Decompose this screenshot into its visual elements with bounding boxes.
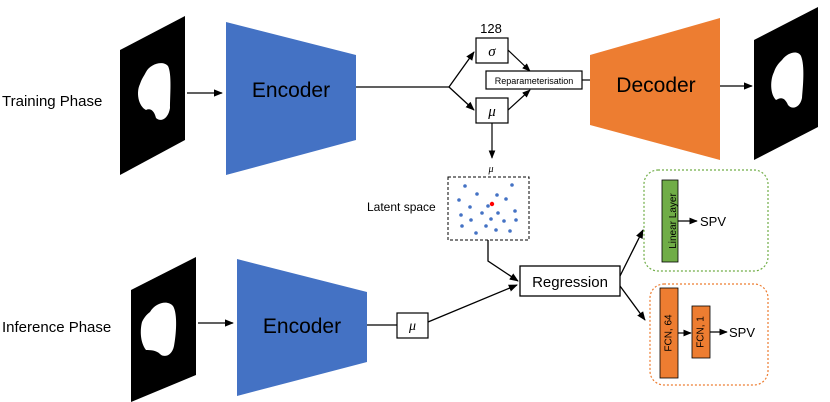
- latent-point: [463, 184, 467, 188]
- regression-label: Regression: [532, 274, 608, 291]
- latent-point: [486, 204, 490, 208]
- latent-point: [469, 218, 473, 222]
- latent-point: [475, 192, 479, 196]
- reparameterisation-label: Reparameterisation: [495, 76, 574, 86]
- latent-space-label: Latent space: [367, 200, 436, 214]
- dimension-label: 128: [480, 21, 502, 36]
- latent-point: [502, 219, 506, 223]
- fcn-head-container: [649, 283, 769, 386]
- fcn64-label: FCN, 64: [664, 314, 675, 352]
- inference-mu-box: [396, 312, 429, 339]
- arrow-sigma-to-reparam: [507, 49, 531, 72]
- latent-point: [474, 231, 478, 235]
- latent-space-box: [447, 176, 530, 241]
- decoder-label: Decoder: [616, 74, 695, 97]
- encoder-label: Encoder: [252, 79, 330, 102]
- latent-point: [504, 197, 508, 201]
- inference-phase-label: Inference Phase: [2, 319, 111, 336]
- latent-point: [459, 213, 463, 217]
- arrow-mu-to-reparam: [507, 89, 531, 111]
- inference-encoder-block: [237, 259, 367, 396]
- regression-box: [519, 265, 621, 297]
- fcn1-label: FCN, 1: [696, 316, 707, 348]
- latent-point: [513, 209, 517, 213]
- linear-layer-label: Linear Layer: [668, 193, 679, 249]
- linear-head-container: [643, 169, 769, 272]
- decoder-block: [590, 18, 720, 160]
- latent-point-highlight: [489, 201, 495, 207]
- spv-bottom-label: SPV: [729, 325, 755, 340]
- arrow-regression-to-linear: [619, 229, 644, 277]
- training-output-image: [754, 7, 818, 160]
- latent-point: [510, 183, 514, 187]
- latent-point: [468, 205, 472, 209]
- inference-encoder-label: Encoder: [263, 315, 341, 338]
- training-input-image: [120, 16, 185, 175]
- latent-mu-label: μ: [487, 164, 493, 175]
- arrow-mu-to-regression: [427, 284, 518, 323]
- arrow-regression-to-fcn: [619, 285, 646, 321]
- spv-top-label: SPV: [700, 214, 726, 229]
- arrow-latent-to-regression: [487, 240, 519, 282]
- latent-point: [494, 228, 498, 232]
- arrow-to-sigma: [448, 51, 475, 88]
- training-phase-label: Training Phase: [2, 93, 102, 110]
- sigma-box: [475, 37, 509, 64]
- latent-point: [457, 198, 461, 202]
- inference-mu-label: μ: [408, 319, 416, 334]
- latent-point: [480, 211, 484, 215]
- latent-point: [495, 193, 499, 197]
- latent-point: [484, 224, 488, 228]
- latent-point: [514, 218, 518, 222]
- encoder-block: [226, 22, 356, 175]
- sigma-label: σ: [488, 44, 496, 60]
- latent-points: [457, 183, 518, 235]
- latent-point: [460, 224, 464, 228]
- latent-point: [508, 229, 512, 233]
- latent-point: [496, 211, 500, 215]
- latent-point: [489, 217, 493, 221]
- arrow-to-mu: [448, 86, 475, 111]
- inference-input-image: [131, 257, 196, 402]
- mu-label: μ: [487, 104, 496, 120]
